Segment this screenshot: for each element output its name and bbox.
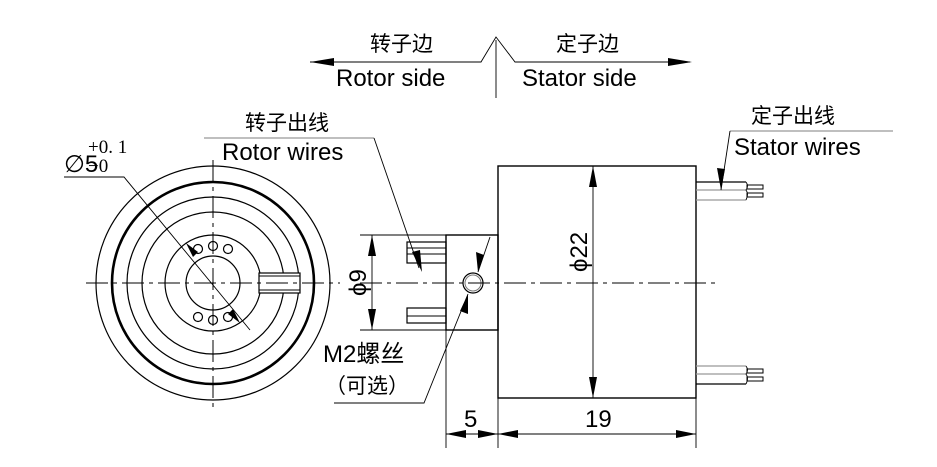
dim-arrow — [676, 430, 696, 438]
stator-wires-upper — [696, 181, 764, 201]
rotor-side-en: Rotor side — [336, 65, 445, 92]
stator-body — [497, 165, 697, 399]
rotor-wires-en: Rotor wires — [222, 139, 343, 166]
bore-tolerance-lower: −0 — [88, 156, 108, 177]
bore-arrow-lower — [228, 309, 240, 323]
dimension-lengths: 5 19 — [445, 330, 697, 448]
screw-arrow-lower — [460, 294, 468, 314]
wire-core — [746, 192, 764, 198]
hole — [192, 311, 204, 323]
dim-arrow — [498, 430, 518, 438]
dimension-stator-diameter: ϕ22 — [566, 166, 597, 398]
rotor-length-label: 5 — [464, 406, 477, 433]
rotor-wires-cn: 转子出线 — [245, 111, 329, 135]
direction-line — [310, 36, 690, 63]
callout-arrow — [717, 168, 725, 190]
stator-wires-lower — [696, 365, 764, 385]
rotor-side-cn: 转子边 — [370, 32, 433, 56]
dim-arrow — [446, 430, 466, 438]
rotor-diameter-label: ϕ9 — [345, 269, 372, 296]
stator-wires-en: Stator wires — [734, 134, 861, 161]
screw-leader-lower — [334, 293, 469, 404]
wire-core — [746, 184, 764, 190]
stator-side-en: Stator side — [522, 65, 637, 92]
dim-arrow — [478, 430, 498, 438]
callout-leader — [373, 137, 420, 269]
dim-arrow — [589, 377, 597, 398]
dim-arrow — [368, 235, 376, 256]
bore-leader — [64, 176, 251, 331]
rotor-wire-lower — [406, 307, 447, 324]
screw-arrow-upper — [476, 252, 484, 272]
screw-label: M2螺丝 — [323, 341, 404, 368]
bore-diameter-label: ∅5 — [64, 151, 98, 178]
hole — [222, 243, 234, 255]
wire-core — [746, 376, 764, 382]
stator-side-arrow — [668, 58, 692, 66]
screw-callout: M2螺丝 （可选） — [323, 236, 491, 404]
dimension-rotor-diameter: ϕ9 — [345, 234, 446, 331]
rotor-wires-callout: 转子出线 Rotor wires — [204, 111, 422, 272]
direction-indicator: 转子边 Rotor side 定子边 Stator side — [310, 32, 692, 98]
stator-diameter-label: ϕ22 — [566, 232, 593, 272]
callout-arrow — [412, 250, 422, 272]
bore-tolerance-upper: +0. 1 — [88, 137, 127, 158]
screw-optional-label: （可选） — [325, 374, 409, 398]
side-view — [360, 165, 764, 399]
stator-length-label: 19 — [585, 406, 612, 433]
rotor-wire-upper — [406, 241, 447, 264]
stator-wires-cn: 定子出线 — [751, 104, 835, 128]
dim-arrow — [589, 166, 597, 187]
dim-arrow — [368, 309, 376, 330]
stator-wires-callout: 定子出线 Stator wires — [717, 104, 893, 191]
bore-arrow-upper — [186, 243, 198, 257]
wire-core — [746, 368, 764, 374]
end-view: ∅5 +0. 1 −0 — [64, 137, 340, 410]
rotor-side-arrow — [310, 58, 334, 66]
stator-side-cn: 定子边 — [556, 32, 619, 56]
